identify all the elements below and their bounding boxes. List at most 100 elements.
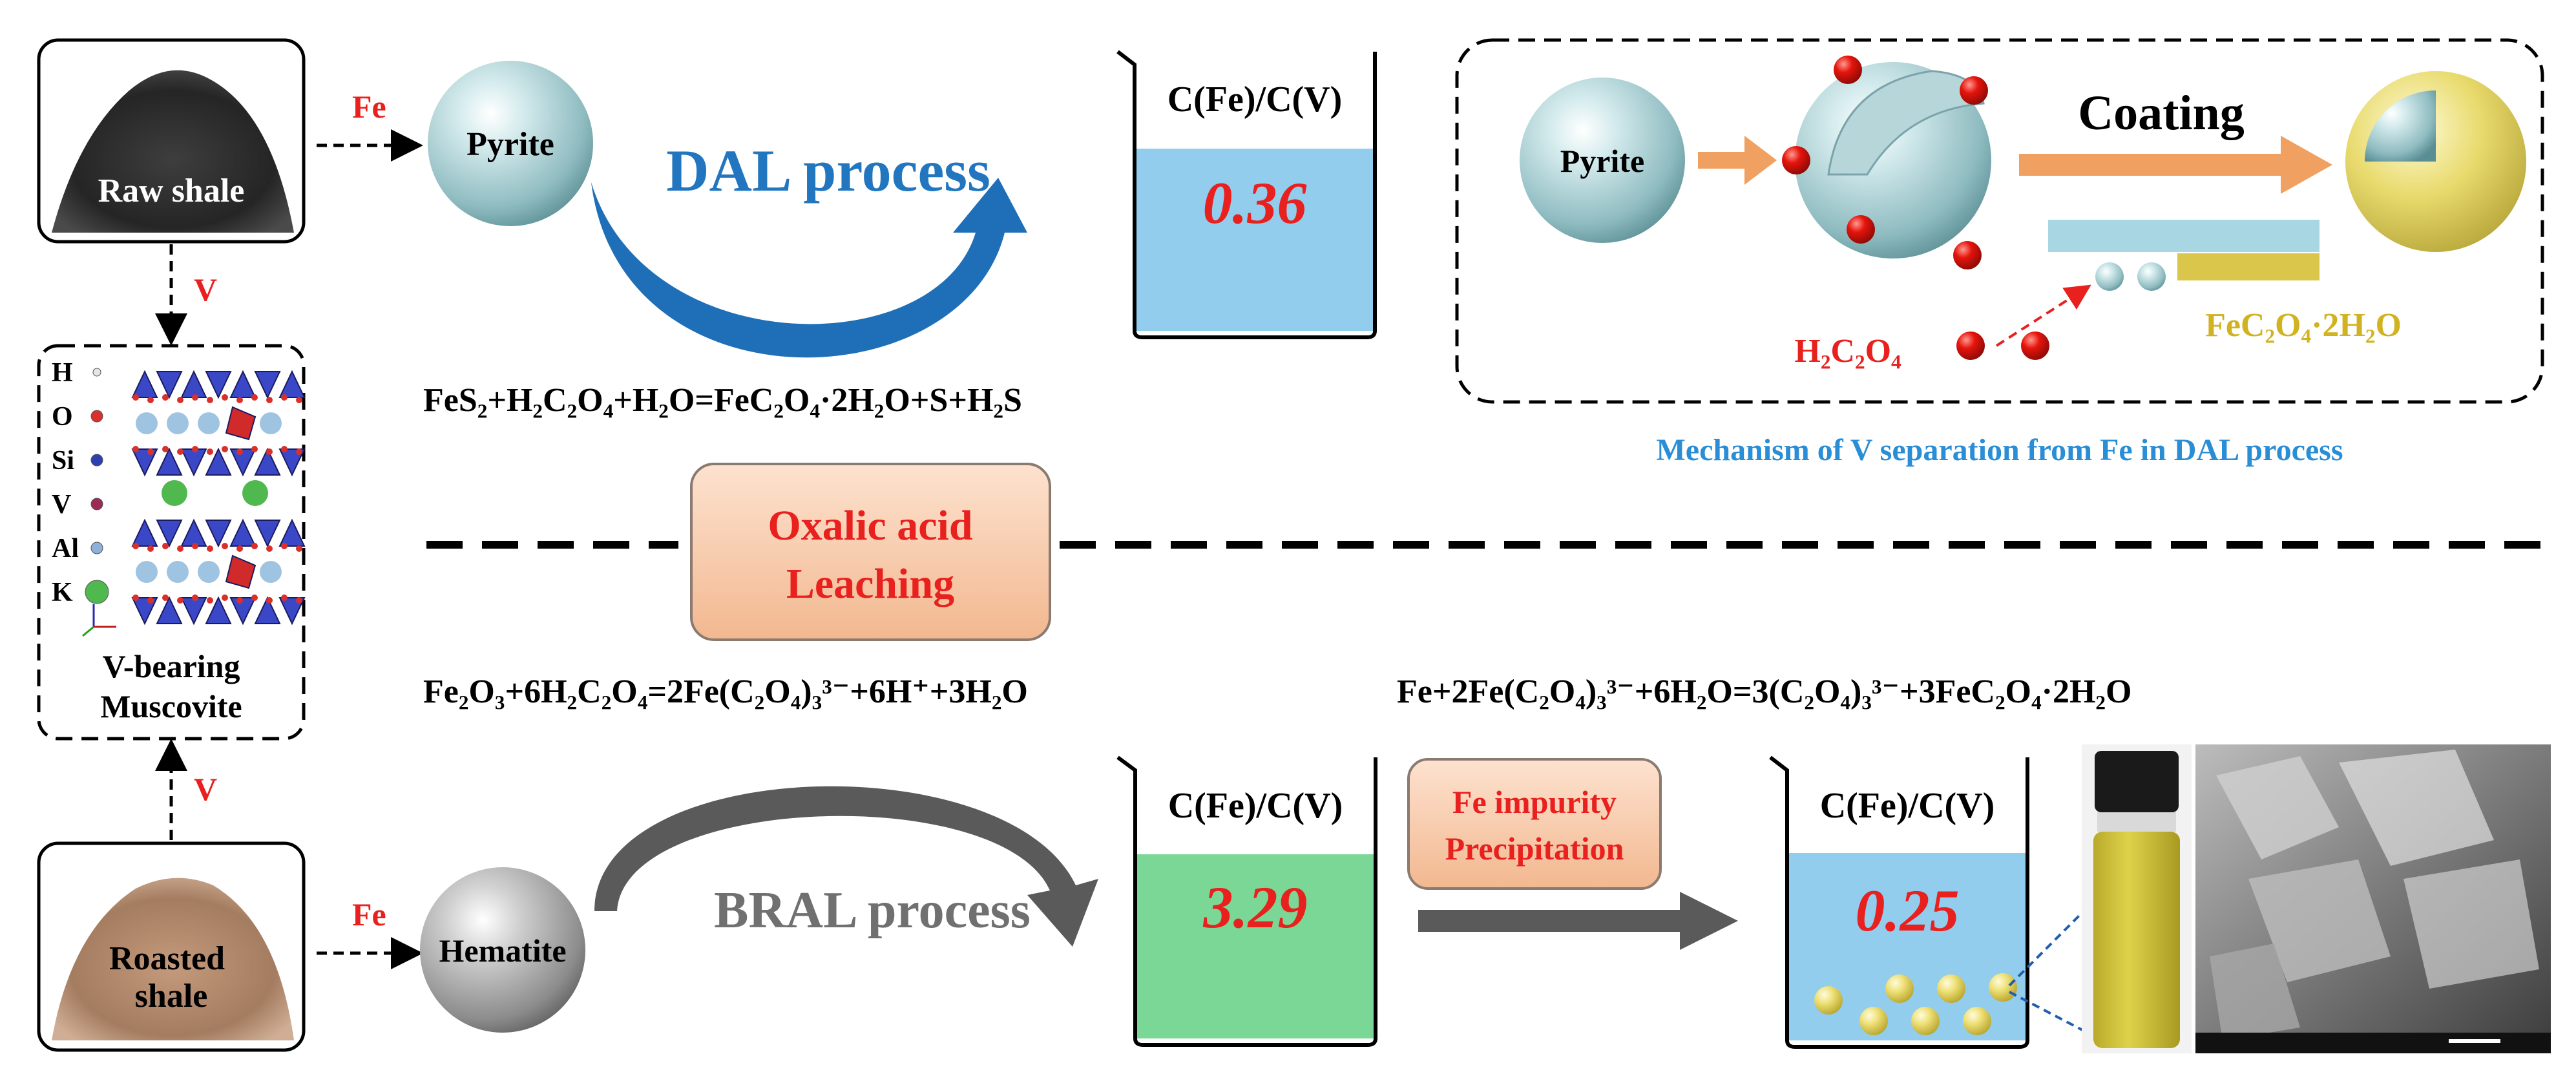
oxygen-atom	[177, 448, 183, 455]
legend-atom-k	[85, 580, 109, 604]
tetrahedron	[278, 448, 306, 477]
legend-atom-h	[92, 368, 101, 377]
mechanism-panel: Pyrite Coating	[1455, 38, 2544, 404]
legend-symbol-o: O	[52, 402, 73, 432]
oxygen-atom	[266, 397, 273, 403]
v-label-top: V	[194, 271, 217, 308]
oxygen-atom	[177, 545, 183, 552]
dal-beaker: C(Fe)/C(V) 0.36	[1116, 50, 1377, 339]
tetrahedron	[156, 371, 183, 399]
tetrahedron	[254, 447, 281, 476]
fe-arrow-bottom: Fe	[317, 896, 423, 969]
tetrahedron	[156, 596, 183, 624]
tetrahedron	[131, 370, 158, 398]
oxygen-atom	[147, 448, 154, 455]
raw-shale-label: Raw shale	[98, 173, 245, 209]
raw-shale-image	[52, 70, 294, 233]
oxygen-atom	[132, 446, 139, 452]
precipitation-label-line2: Precipitation	[1445, 830, 1624, 867]
octahedral-al-atom	[136, 561, 158, 583]
legend-symbol-h: H	[52, 358, 73, 388]
oxygen-atom	[266, 448, 273, 455]
legend-atom-v	[90, 498, 103, 511]
tetrahedron	[205, 520, 232, 548]
oxygen-atom	[222, 394, 228, 401]
oxygen-atom	[162, 595, 169, 601]
fe-arrow-top: Fe	[317, 89, 423, 162]
oxalic-acid-leaching-box: Oxalic acid Leaching	[690, 463, 1051, 641]
oxygen-atom	[132, 595, 139, 601]
oxygen-atom	[251, 543, 258, 549]
legend-symbol-al: Al	[52, 534, 79, 563]
coating-arrow: Coating	[2019, 86, 2332, 194]
oxygen-atom	[236, 545, 243, 552]
precipitation-beaker-title: C(Fe)/C(V)	[1820, 786, 1995, 826]
tetrahedron	[278, 518, 306, 547]
octahedral-al-atom	[260, 412, 282, 434]
tetrahedron	[278, 370, 306, 398]
fe-label-bottom: Fe	[352, 896, 386, 932]
bral-beaker-title: C(Fe)/C(V)	[1168, 786, 1343, 826]
precipitation-label-line1: Fe impurity	[1452, 784, 1617, 820]
dal-ratio: 0.36	[1203, 170, 1307, 236]
oxygen-atom	[207, 397, 213, 403]
zoom-lines	[2008, 910, 2085, 1032]
tetrahedron	[229, 448, 257, 477]
legend-symbol-si: Si	[52, 446, 74, 476]
dal-beaker-title: C(Fe)/C(V)	[1168, 79, 1343, 120]
dal-equation: FeS₂+H₂C₂O₄+H₂O=FeC₂O₄·2H₂O+S+H₂S	[423, 382, 1022, 419]
hematite-sphere: Hematite	[420, 867, 585, 1033]
tetrahedron	[254, 371, 281, 399]
potassium-atom	[242, 480, 268, 506]
oxygen-atom	[132, 394, 139, 401]
mechanism-caption: Mechanism of V separation from Fe in DAL…	[1656, 433, 2343, 467]
bral-curved-arrow: BRAL process	[594, 786, 1098, 947]
oxygen-atom	[281, 543, 288, 549]
dal-process-label: DAL process	[666, 138, 990, 204]
oxygen-atom	[207, 448, 213, 455]
muscovite-label-line2: Muscovite	[100, 688, 242, 724]
oxalic-acid-diffusion: H₂C₂O₄	[1794, 284, 2091, 370]
oxalic-acid-label: H₂C₂O₄	[1794, 333, 1901, 370]
attacked-pyrite-sphere	[1782, 56, 1991, 269]
tetrahedron	[131, 597, 158, 626]
axis-triad-icon	[82, 604, 116, 637]
oxygen-atom	[162, 543, 169, 549]
coating-label: Coating	[2078, 86, 2245, 140]
oxygen-atom	[162, 394, 169, 401]
oxygen-atom	[236, 397, 243, 403]
leaching-label-line1: Oxalic acid	[768, 502, 972, 549]
octahedral-al-atom	[260, 561, 282, 583]
pyrite-label: Pyrite	[466, 126, 554, 163]
precipitation-arrow	[1418, 892, 1738, 950]
vo6-octahedron	[225, 406, 257, 441]
octahedral-al-atom	[167, 561, 189, 583]
octahedral-al-atom	[198, 412, 220, 434]
hematite-label: Hematite	[439, 932, 566, 969]
tetrahedron	[229, 518, 257, 547]
tetrahedron	[254, 520, 281, 548]
roasted-shale-label: Roasted shale	[109, 940, 233, 1015]
ferrous-oxalate-label: FeC₂O₄·2H₂O	[2205, 307, 2402, 344]
tetrahedron	[131, 448, 158, 477]
vo6-octahedron	[225, 554, 257, 589]
oxygen-atom	[222, 595, 228, 601]
oxygen-atom	[251, 595, 258, 601]
dal-curved-arrow: DAL process	[591, 138, 1027, 358]
leaching-label-line2: Leaching	[786, 560, 954, 607]
tetrahedron	[278, 597, 306, 626]
muscovite-label-line1: V-bearing	[103, 648, 240, 684]
oxygen-atom	[296, 448, 302, 455]
oxygen-atom	[177, 397, 183, 403]
fe-precipitation-box: Fe impurity Precipitation	[1407, 758, 1662, 890]
raw-shale-panel: Raw shale	[37, 38, 306, 244]
octahedral-al-atom	[136, 412, 158, 434]
octahedral-al-atom	[167, 412, 189, 434]
precipitation-beaker: C(Fe)/C(V) 0.25	[1769, 755, 2029, 1049]
legend-symbol-v: V	[52, 490, 71, 520]
oxygen-atom	[222, 446, 228, 452]
fe-label-top: Fe	[352, 89, 386, 125]
oxygen-atom	[296, 597, 302, 604]
